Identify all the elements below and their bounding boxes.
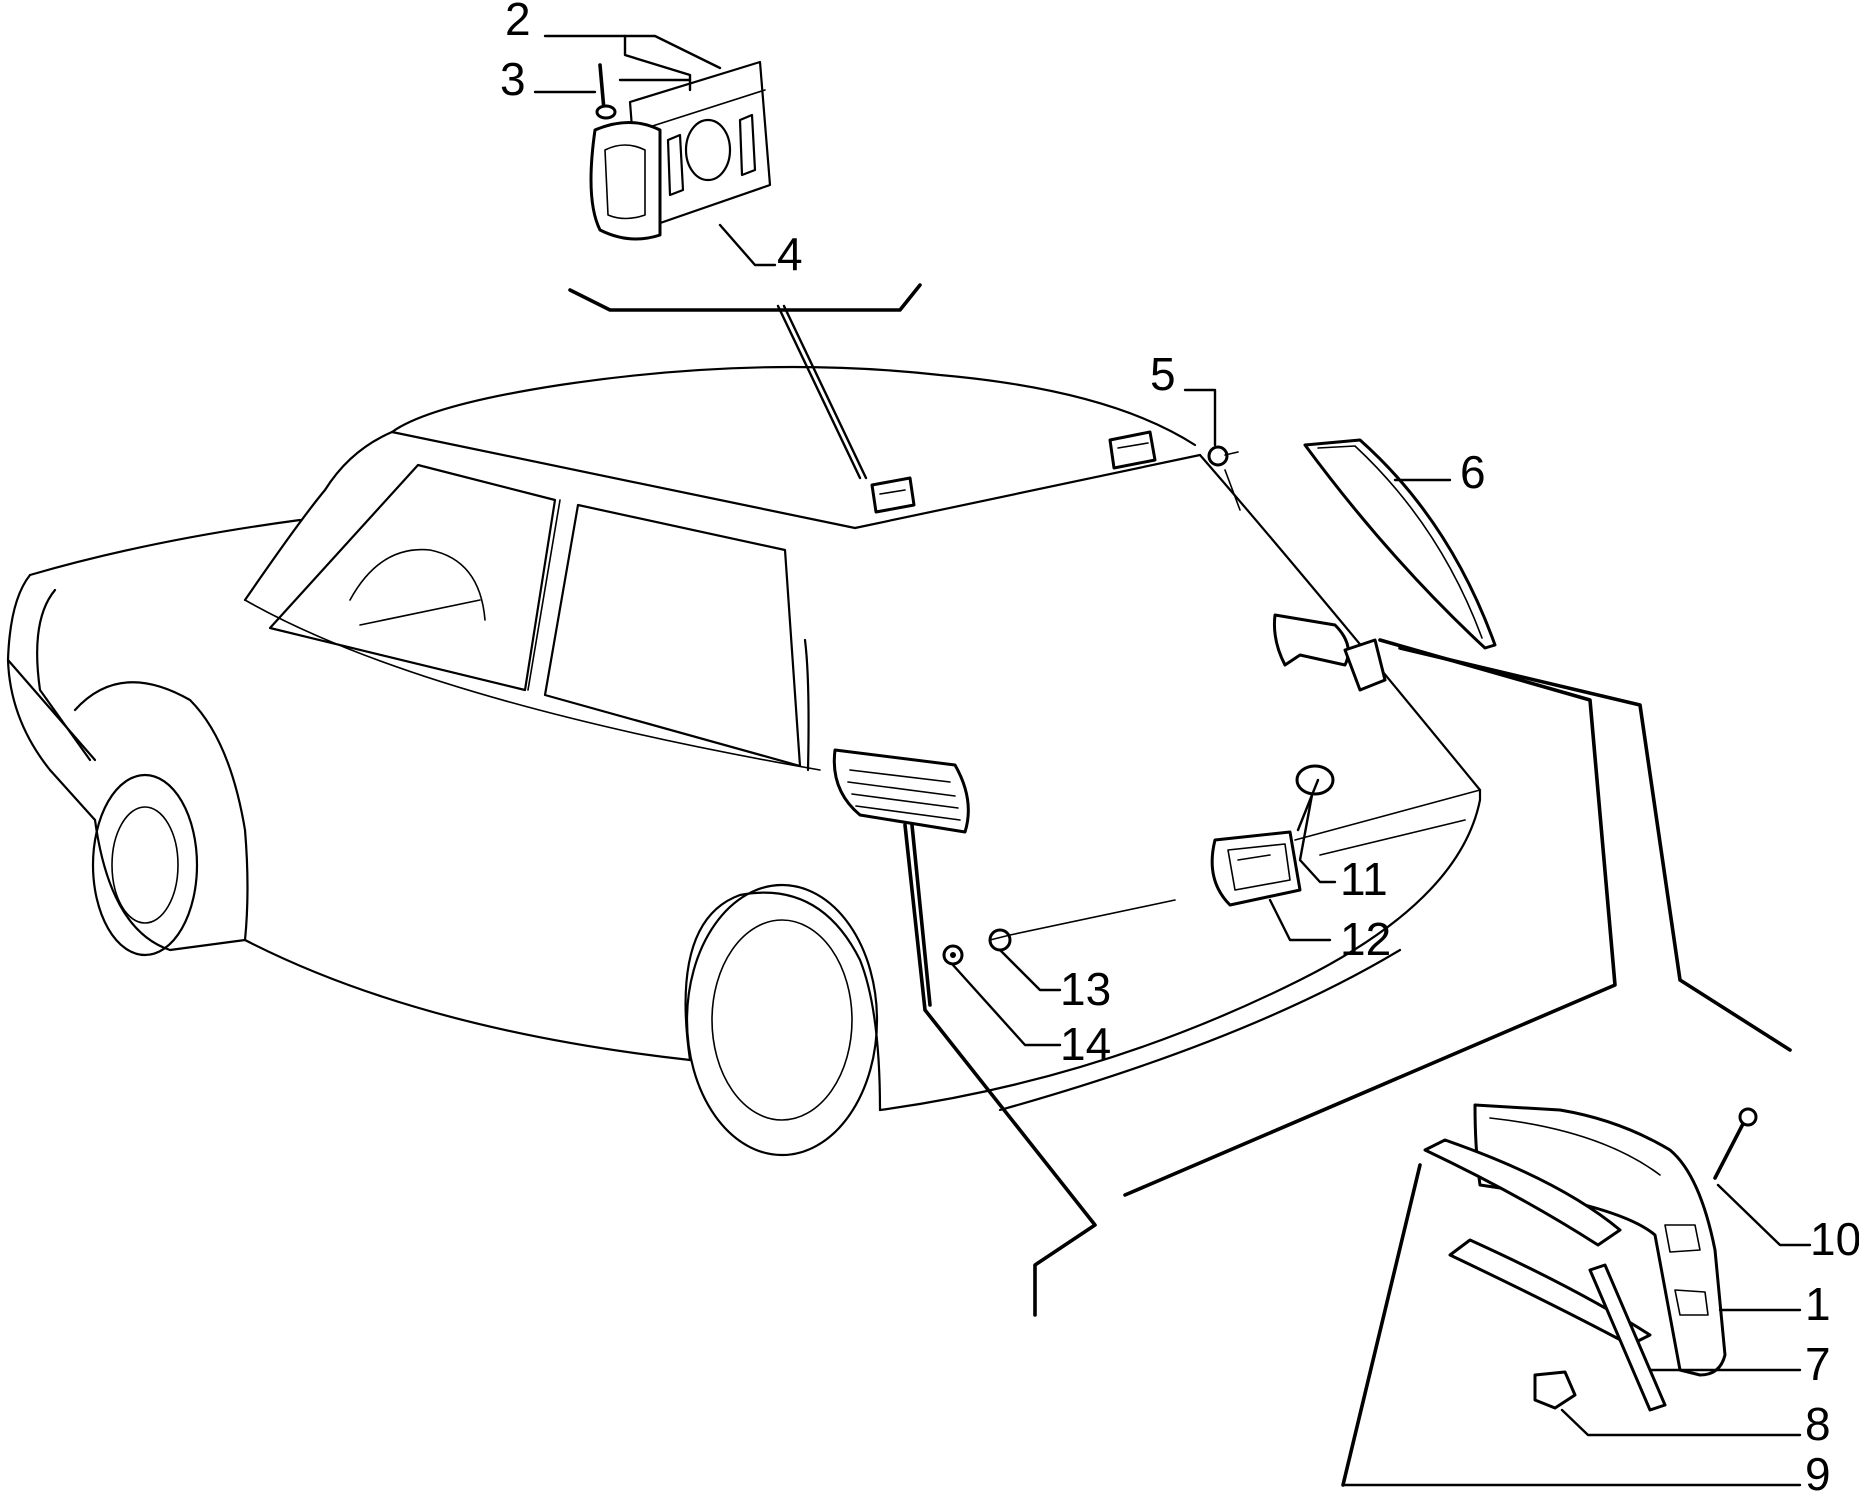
quarter-grille bbox=[832, 748, 970, 834]
callout-label-1: 1 bbox=[1805, 1278, 1831, 1330]
plug-item-11 bbox=[1295, 764, 1335, 796]
callout-label-8: 8 bbox=[1805, 1398, 1831, 1450]
callout-label-2: 2 bbox=[505, 0, 531, 45]
callout-label-12: 12 bbox=[1340, 913, 1391, 965]
callout-label-11: 11 bbox=[1340, 853, 1388, 905]
washer-item-14 bbox=[942, 944, 964, 966]
bracket-item-12 bbox=[1210, 830, 1302, 907]
detail-rear-light-assembly bbox=[1341, 1103, 1758, 1487]
roof-clip-left bbox=[870, 476, 916, 514]
callout-label-5: 5 bbox=[1150, 348, 1176, 400]
leader-brackets bbox=[776, 304, 1792, 1317]
callout-label-7: 7 bbox=[1805, 1338, 1831, 1390]
callout-label-4: 4 bbox=[777, 228, 803, 280]
car-outline bbox=[6, 365, 1482, 1157]
callout-labels: 2 3 4 5 6 11 12 13 14 10 1 7 8 9 bbox=[500, 0, 1859, 1494]
callout-label-13: 13 bbox=[1060, 963, 1111, 1015]
callout-label-14: 14 bbox=[1060, 1018, 1111, 1070]
callout-label-9: 9 bbox=[1805, 1448, 1831, 1494]
detail-top-grip bbox=[568, 60, 922, 312]
callout-label-6: 6 bbox=[1460, 446, 1486, 498]
grommet-item-5 bbox=[1207, 445, 1241, 511]
roof-clip-right bbox=[1108, 430, 1157, 470]
trim-strip-item-6 bbox=[1303, 438, 1497, 650]
callout-leaders bbox=[533, 34, 1812, 1487]
callout-label-3: 3 bbox=[500, 53, 526, 105]
pillar-clip bbox=[1273, 613, 1387, 692]
screw-item-13 bbox=[988, 928, 1012, 952]
callout-label-10: 10 bbox=[1810, 1213, 1859, 1265]
